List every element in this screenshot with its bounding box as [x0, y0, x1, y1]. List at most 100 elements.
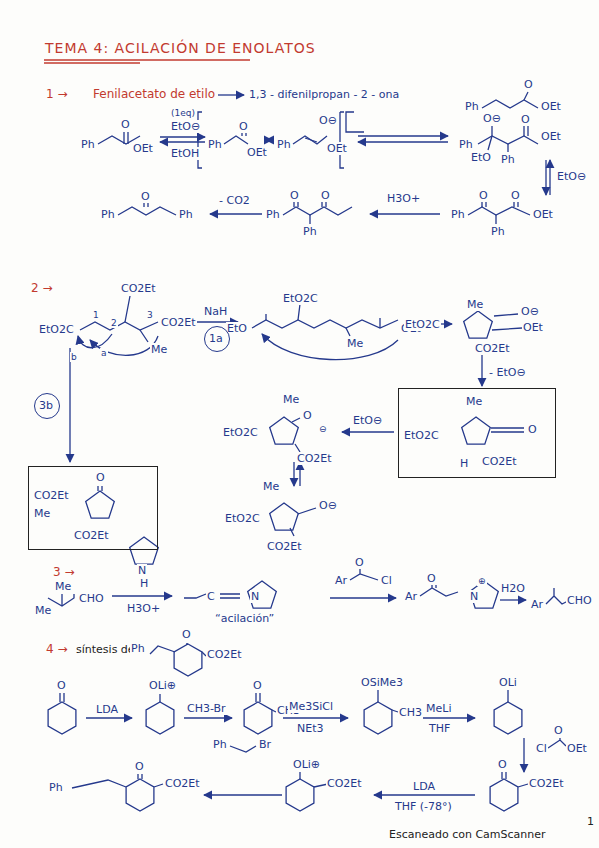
atom-label: O: [181, 628, 192, 641]
atom-label: OEt: [522, 321, 544, 334]
atom-label: 1: [92, 310, 100, 320]
atom-label: H2O: [500, 582, 526, 595]
atom-label: 3: [146, 310, 154, 320]
atom-label: N: [137, 564, 147, 577]
atom-label: Br: [258, 738, 272, 751]
atom-label: CO2Et: [73, 529, 110, 542]
atom-label: Ph: [130, 642, 146, 655]
atom-label: O: [478, 189, 489, 202]
atom-label: C: [206, 590, 216, 603]
atom-label: CO2Et: [474, 342, 511, 355]
step-tag: 3b: [38, 399, 54, 412]
atom-label: Ph: [48, 781, 64, 794]
atom-label: Ar: [404, 590, 418, 603]
atom-label: CO2Et: [528, 777, 565, 790]
atom-label: O: [252, 679, 263, 692]
section-number: 4 →: [45, 643, 69, 656]
atom-label: CHO: [566, 594, 593, 607]
step-tag: 1a: [208, 332, 224, 345]
section-number: 1 →: [45, 88, 69, 101]
atom-label: O: [520, 113, 531, 126]
atom-label: O: [56, 679, 67, 692]
atom-label: CO2Et: [296, 452, 333, 465]
atom-label: H: [459, 457, 469, 470]
atom-label: THF: [428, 722, 451, 735]
atom-label: Ph: [500, 153, 516, 166]
atom-label: Ph: [265, 208, 281, 221]
atom-label: 2: [110, 318, 118, 328]
atom-label: CO2Et: [326, 777, 363, 790]
atom-label: O: [510, 189, 521, 202]
atom-label: Me: [150, 343, 168, 356]
atom-label: Me3SiCl: [288, 700, 334, 713]
atom-label: EtO2C: [224, 512, 261, 525]
atom-label: EtO2C: [222, 426, 259, 439]
atom-label: Ph: [458, 138, 474, 151]
atom-label: NaH: [203, 305, 228, 318]
step-circle: 3b: [34, 393, 60, 419]
atom-label: - CO2: [218, 194, 251, 207]
atom-label: H3O+: [386, 192, 421, 205]
atom-label: Ph: [302, 225, 318, 238]
compound-name: 1,3 - difenilpropan - 2 - ona: [248, 88, 400, 101]
atom-label: Me: [33, 507, 51, 520]
section-number: 3 →: [52, 566, 76, 579]
atom-label: OLi: [498, 676, 518, 689]
atom-label: OSiMe3: [360, 676, 404, 689]
atom-label: CO2Et: [206, 648, 243, 661]
atom-label: síntesis de: [75, 643, 136, 656]
atom-label: LDA: [95, 703, 119, 716]
atom-label: O: [134, 760, 145, 773]
atom-label: H3O+: [126, 602, 161, 615]
atom-label: a: [100, 348, 108, 358]
atom-label: Ph: [276, 138, 292, 151]
atom-label: EtO⊖: [352, 414, 383, 427]
atom-label: O: [523, 78, 534, 91]
atom-label: Me: [346, 337, 364, 350]
atom-label: O⊖: [482, 112, 502, 125]
atom-label: Ph: [100, 208, 116, 221]
atom-label: Ph: [212, 738, 228, 751]
atom-label: ⊖: [318, 424, 328, 434]
atom-label: O: [354, 556, 365, 569]
atom-label: O: [426, 572, 437, 585]
atom-label: O: [238, 120, 249, 133]
atom-label: Ph: [464, 100, 480, 113]
atom-label: MeLi: [425, 702, 452, 715]
atom-label: O: [289, 189, 300, 202]
atom-label: OEt: [246, 146, 268, 159]
atom-label: O: [553, 724, 564, 737]
footer-note: Escaneado con CamScanner: [388, 828, 547, 841]
atom-label: - EtO⊖: [488, 366, 527, 379]
atom-label: ⊕: [477, 576, 487, 586]
atom-label: EtO2C: [282, 292, 319, 305]
section-number: 2 →: [30, 282, 54, 295]
atom-label: Ph: [450, 208, 466, 221]
atom-label: O: [320, 189, 331, 202]
atom-label: OEt: [532, 208, 554, 221]
atom-label: OEt: [540, 130, 562, 143]
atom-label: EtO2C: [38, 323, 75, 336]
atom-label: OLi⊕: [148, 679, 177, 692]
atom-label: LDA: [412, 780, 436, 793]
atom-label: CO2Et: [481, 455, 518, 468]
atom-label: N: [250, 590, 260, 603]
compound-name: Fenilacetato de etilo: [92, 88, 216, 101]
page-title: TEMA 4: ACILACIÓN DE ENOLATOS: [44, 40, 317, 57]
atom-label: Me: [34, 604, 52, 617]
atom-label: CH3-Br: [186, 702, 227, 715]
step-circle: 1a: [204, 326, 230, 352]
boxed-product: MeEtO2COHCO2Et: [398, 388, 556, 478]
atom-label: O: [302, 409, 313, 422]
atom-label: Me: [465, 395, 483, 408]
atom-label: O: [95, 471, 106, 484]
atom-label: Me: [466, 298, 484, 311]
atom-label: “acilación”: [214, 612, 275, 625]
atom-label: Ar: [334, 574, 348, 587]
atom-label: H: [139, 577, 149, 590]
atom-label: Cl: [535, 742, 548, 755]
atom-label: OEt: [540, 100, 562, 113]
atom-label: NEt3: [296, 722, 325, 735]
atom-label: O⊖: [520, 305, 540, 318]
